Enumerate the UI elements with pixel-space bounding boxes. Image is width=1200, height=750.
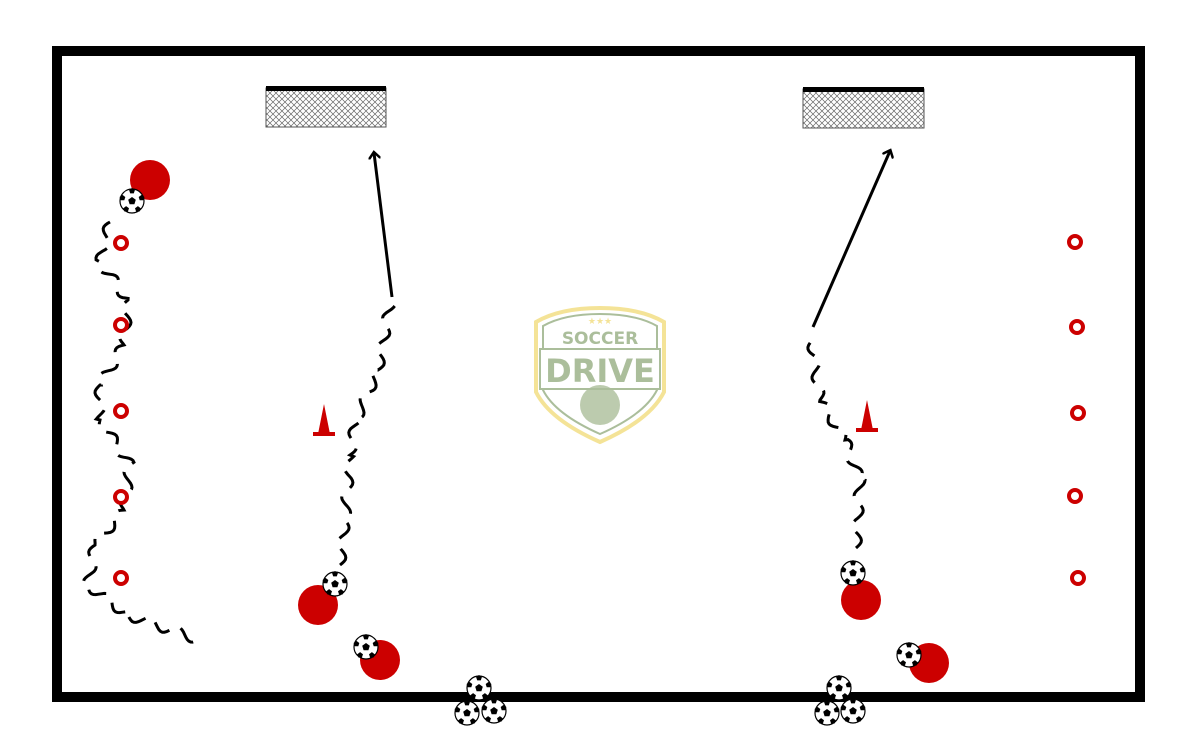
disc-cone-marker <box>113 317 129 333</box>
logo-soccer: SOCCER <box>562 329 638 349</box>
dribble-path <box>335 305 396 567</box>
goal-left <box>265 86 387 128</box>
shot-arrow-left <box>374 153 394 298</box>
disc-cone-marker <box>113 235 129 251</box>
soccer-ball-icon <box>466 675 492 701</box>
logo-drive: DRIVE <box>545 352 655 390</box>
shot-arrow-right <box>811 151 890 328</box>
disc-cone-marker <box>113 403 129 419</box>
soccer-ball-icon <box>826 675 852 701</box>
cone-icon <box>318 404 330 434</box>
soccer-ball-icon <box>454 700 480 726</box>
soccer-ball-icon <box>353 634 379 660</box>
soccer-ball-icon <box>840 698 866 724</box>
disc-cone-marker <box>1070 570 1086 586</box>
dribble-path <box>806 341 867 550</box>
disc-cone-marker <box>113 570 129 586</box>
player <box>841 580 881 620</box>
dribble-path <box>82 220 201 644</box>
goal-right <box>802 87 925 129</box>
disc-cone-marker <box>1067 488 1083 504</box>
soccer-ball-icon <box>840 560 866 586</box>
soccer-ball-icon <box>814 700 840 726</box>
player <box>130 160 170 200</box>
soccer-ball-icon <box>481 698 507 724</box>
disc-cone-marker <box>1070 405 1086 421</box>
cone-icon <box>861 400 873 430</box>
disc-cone-marker <box>113 489 129 505</box>
soccer-drive-logo: ★★★ SOCCER DRIVE <box>534 305 666 445</box>
logo-stars: ★★★ <box>588 317 612 327</box>
cone-base <box>856 428 878 432</box>
player <box>298 585 338 625</box>
soccer-ball-icon <box>119 188 145 214</box>
cone-base <box>313 432 335 436</box>
soccer-ball-icon <box>896 642 922 668</box>
disc-cone-marker <box>1067 234 1083 250</box>
disc-cone-marker <box>1069 319 1085 335</box>
soccer-ball-icon <box>322 571 348 597</box>
